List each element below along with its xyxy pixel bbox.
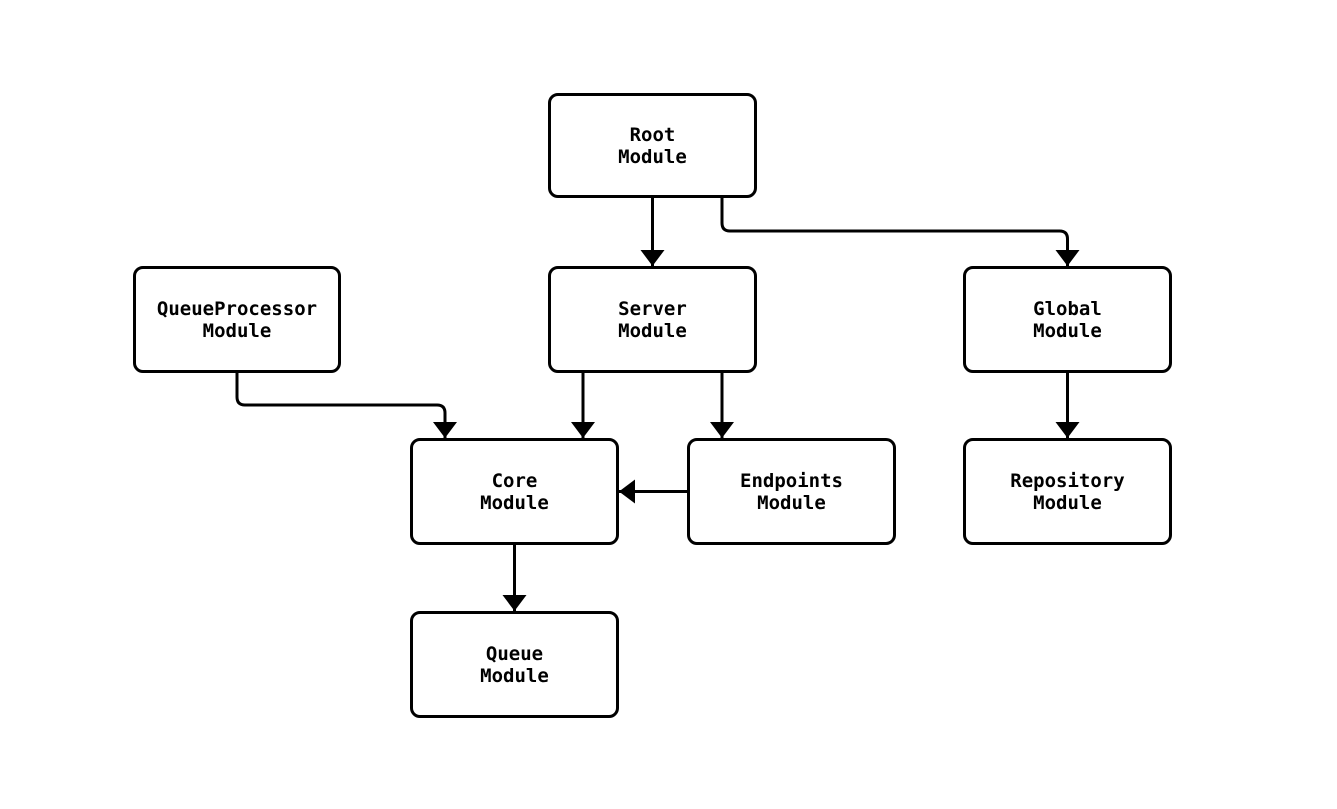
node-core-module-line2: Module <box>480 491 549 514</box>
node-core-module-line1: Core <box>491 469 538 492</box>
node-server-module-line1: Server <box>618 297 687 320</box>
node-repository-module-line2: Module <box>1033 491 1102 514</box>
node-queue-module-line2: Module <box>480 664 549 687</box>
node-global-module-line2: Module <box>1033 319 1102 342</box>
node-root-module-line1: Root <box>629 123 676 146</box>
node-queue-module-line1: Queue <box>485 642 544 665</box>
edge-root-to-global <box>720 198 1080 266</box>
node-endpoints-module: Endpoints Module <box>687 438 896 545</box>
node-queue-module: Queue Module <box>410 611 619 718</box>
node-queueprocessor-module: QueueProcessor Module <box>133 266 341 373</box>
node-global-module-line1: Global <box>1033 297 1102 320</box>
node-server-module-line2: Module <box>618 319 687 342</box>
node-root-module: Root Module <box>548 93 757 198</box>
node-global-module: Global Module <box>963 266 1172 373</box>
edge-queueprocessor-to-core <box>235 373 457 438</box>
node-queueprocessor-module-line1: QueueProcessor <box>156 297 318 320</box>
node-repository-module: Repository Module <box>963 438 1172 545</box>
node-endpoints-module-line2: Module <box>757 491 826 514</box>
node-root-module-line2: Module <box>618 145 687 168</box>
node-queueprocessor-module-line2: Module <box>202 319 272 342</box>
node-endpoints-module-line1: Endpoints <box>740 469 843 492</box>
node-server-module: Server Module <box>548 266 757 373</box>
node-repository-module-line1: Repository <box>1010 469 1125 492</box>
node-core-module: Core Module <box>410 438 619 545</box>
